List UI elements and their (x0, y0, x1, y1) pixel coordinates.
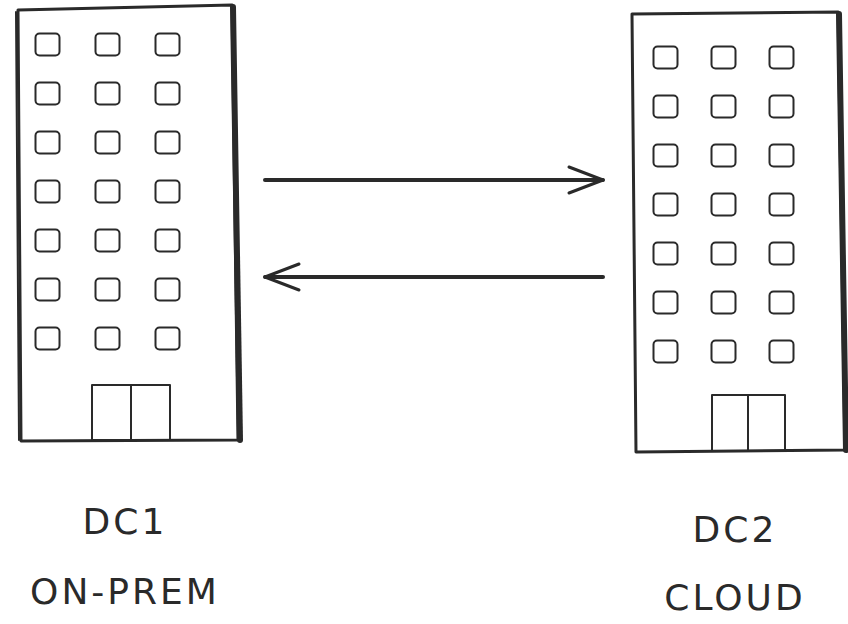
building-left (16, 5, 240, 441)
datacenter-type: ON-PREM (30, 570, 220, 614)
arrow-connector (265, 178, 603, 182)
building-right (632, 12, 846, 452)
arrow-connector (265, 275, 603, 279)
datacenter-building: DC2CLOUD (603, 0, 848, 624)
datacenter-name: DC1 (83, 500, 168, 544)
datacenter-name: DC2 (693, 508, 778, 552)
datacenter-building: DC1ON-PREM (10, 0, 265, 624)
datacenter-type: CLOUD (664, 576, 805, 620)
